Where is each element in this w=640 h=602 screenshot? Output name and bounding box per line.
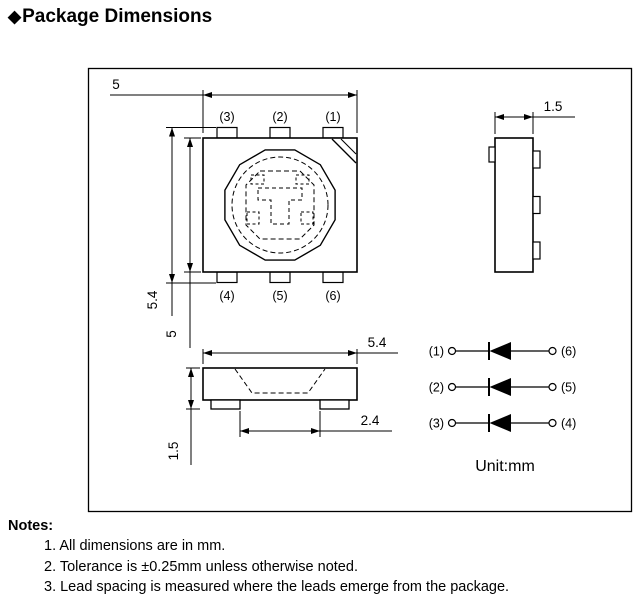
terminal-circle (548, 418, 557, 428)
side-body-outline (494, 137, 534, 273)
arrowhead (187, 138, 193, 147)
front-view-dimensions (186, 349, 398, 465)
circuit-row: (2) (5) (429, 378, 576, 396)
arrowhead (311, 428, 320, 434)
top-view-body-height-dim: 5 (164, 330, 179, 338)
top-view-dimensions (110, 90, 358, 348)
top-view-overall-height-dim: 5.4 (145, 290, 160, 309)
notes-section: Notes: 1. All dimensions are in mm. 2. T… (8, 516, 632, 598)
pin-label: (6) (325, 289, 340, 303)
pin-pad (269, 126, 291, 139)
top-view-width-dim: 5 (112, 77, 120, 92)
terminal-circle (548, 382, 557, 392)
circuit-row: (1) (6) (429, 342, 576, 360)
chip-structure-dashed (257, 187, 303, 225)
circuit-pin-label: (3) (429, 417, 444, 431)
arrowhead (188, 400, 194, 409)
diode-triangle (489, 342, 511, 360)
page-title-text: Package Dimensions (22, 6, 213, 27)
pin-label: (2) (272, 110, 287, 124)
terminal-circle (447, 346, 457, 356)
arrowhead (169, 274, 175, 283)
circuit-row: (3) (4) (429, 414, 576, 432)
side-view (488, 137, 541, 273)
front-view-lead-span-dim: 2.4 (361, 413, 380, 428)
arrowhead (188, 368, 194, 377)
note-item: 1. All dimensions are in mm. (44, 538, 226, 554)
arrowhead (169, 127, 175, 137)
lens-outline (224, 149, 336, 261)
pin-label: (1) (325, 110, 340, 124)
circuit-pin-label: (5) (561, 381, 576, 395)
side-pin-tab (532, 195, 541, 215)
side-view-thickness-dim: 1.5 (544, 99, 563, 114)
top-view-pin-labels: (3) (2) (1) (4) (5) (6) (219, 110, 340, 303)
pin-label: (3) (219, 110, 234, 124)
arrowhead (524, 114, 533, 120)
side-view-dimensions (494, 112, 575, 134)
pin-pad (216, 271, 238, 284)
lead-foot (319, 399, 350, 410)
lead-foot (210, 399, 241, 410)
pin-label: (4) (219, 289, 234, 303)
unit-label: Unit:mm (475, 458, 535, 475)
pin-pad (269, 271, 291, 284)
terminal-circle (548, 346, 557, 356)
drawing-border (87, 67, 633, 513)
corner-chamfer-line (331, 138, 357, 164)
terminal-circle (447, 382, 457, 392)
terminal-circle (447, 418, 457, 428)
diode-triangle (489, 414, 511, 432)
arrowhead (203, 92, 212, 98)
pin-pad (322, 126, 344, 139)
top-view (202, 126, 358, 284)
chip-pad-dashed (250, 174, 265, 185)
side-pin-tab (532, 241, 541, 260)
side-pin-tab (532, 150, 541, 169)
lens-profile-dashed (234, 368, 326, 394)
circuit-pin-label: (6) (561, 345, 576, 359)
arrowhead (240, 428, 249, 434)
circuit-pin-label: (2) (429, 381, 444, 395)
chip-pad-dashed (295, 174, 310, 185)
arrowhead (495, 114, 504, 120)
pin-label: (5) (272, 289, 287, 303)
arrowhead (348, 350, 357, 356)
diode-triangle (489, 378, 511, 396)
corner-chamfer-line (340, 138, 357, 155)
chip-pad-dashed (300, 211, 314, 225)
diamond-bullet-icon: ◆ (8, 7, 22, 26)
circuit-pin-label: (1) (429, 345, 444, 359)
pin-pad (322, 271, 344, 284)
front-view-width-dim: 5.4 (368, 335, 387, 350)
lens-inner-dashed-circle (231, 156, 329, 254)
front-view (202, 367, 358, 410)
arrowhead (187, 263, 193, 272)
note-item: 3. Lead spacing is measured where the le… (44, 579, 510, 595)
pin-pad (216, 126, 238, 139)
side-lens-tab (488, 146, 496, 163)
note-item: 2. Tolerance is ±0.25mm unless otherwise… (44, 558, 358, 575)
chip-pad-dashed (246, 211, 260, 225)
arrowhead (348, 92, 357, 98)
circuit-pin-label: (4) (561, 417, 576, 431)
arrowhead (203, 350, 212, 356)
front-body-outline (202, 367, 358, 401)
circuit-diagram: (1) (6) (2) (5) (3 (429, 342, 576, 475)
package-body-outline (202, 137, 358, 273)
page-title: ◆Package Dimensions (8, 6, 212, 28)
notes-heading: Notes: (8, 518, 54, 534)
front-view-height-dim: 1.5 (166, 442, 181, 461)
